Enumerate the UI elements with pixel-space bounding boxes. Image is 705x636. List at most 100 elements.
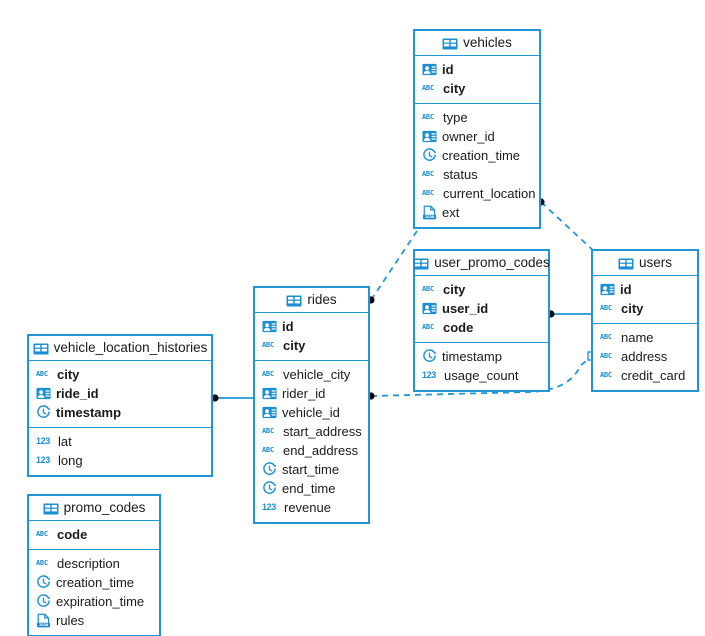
clock-icon xyxy=(262,462,277,477)
table-title: vehicles xyxy=(463,35,512,51)
abc-text-icon: ABC xyxy=(422,189,434,197)
key-column-row[interactable]: id xyxy=(415,60,539,79)
column-name: creation_time xyxy=(56,575,135,590)
abc-text-icon: ABC xyxy=(422,84,434,92)
column-name: name xyxy=(621,330,654,345)
table-icon xyxy=(33,341,49,356)
table-header-users[interactable]: users xyxy=(593,251,697,276)
column-row[interactable]: ABC vehicle_city xyxy=(255,365,368,384)
abc-text-icon: ABC xyxy=(422,113,434,121)
number-icon: 123 xyxy=(262,502,276,512)
table-header-vehicles[interactable]: vehicles xyxy=(415,31,539,56)
column-name: long xyxy=(58,453,83,468)
column-name: rider_id xyxy=(282,386,326,401)
key-column-row[interactable]: id xyxy=(255,317,368,336)
table-header-vehicle_location_histories[interactable]: vehicle_location_histories xyxy=(29,336,211,361)
column-name: code xyxy=(57,527,88,542)
column-row[interactable]: end_time xyxy=(255,479,368,498)
id-card-icon xyxy=(262,405,277,420)
column-row[interactable]: 123 long xyxy=(29,451,211,470)
table-title: promo_codes xyxy=(63,500,146,516)
column-row[interactable]: vehicle_id xyxy=(255,403,368,422)
column-name: vehicle_city xyxy=(283,367,351,382)
column-name: id xyxy=(282,319,294,334)
column-name: start_address xyxy=(283,424,362,439)
column-name: owner_id xyxy=(442,129,495,144)
column-row[interactable]: owner_id xyxy=(415,127,539,146)
column-row[interactable]: rider_id xyxy=(255,384,368,403)
clock-icon xyxy=(36,594,51,609)
column-name: code xyxy=(443,320,474,335)
number-icon: 123 xyxy=(36,455,50,465)
table-header-user_promo_codes[interactable]: user_promo_codes xyxy=(413,251,550,276)
column-name: ride_id xyxy=(56,386,99,401)
table-header-rides[interactable]: rides xyxy=(255,288,368,313)
column-name: lat xyxy=(58,434,72,449)
abc-text-icon: ABC xyxy=(262,370,274,378)
column-name: id xyxy=(620,282,632,297)
column-name: city xyxy=(621,301,644,316)
abc-text-icon: ABC xyxy=(422,285,434,293)
clock-icon xyxy=(262,481,277,496)
column-name: credit_card xyxy=(621,368,686,383)
column-name: city xyxy=(443,81,466,96)
key-column-row[interactable]: id xyxy=(593,280,697,299)
table-header-promo_codes[interactable]: promo_codes xyxy=(29,496,159,521)
clock-icon xyxy=(36,405,51,420)
column-row[interactable]: start_time xyxy=(255,460,368,479)
column-row[interactable]: expiration_time xyxy=(29,592,159,611)
column-row[interactable]: ABC name xyxy=(593,328,697,347)
column-row[interactable]: timestamp xyxy=(415,347,548,366)
clock-icon xyxy=(422,349,437,364)
column-name: id xyxy=(442,62,454,77)
abc-text-icon: ABC xyxy=(36,370,48,378)
column-name: vehicle_id xyxy=(282,405,340,420)
id-card-icon xyxy=(422,62,437,77)
abc-text-icon: ABC xyxy=(262,341,274,349)
column-row[interactable]: creation_time xyxy=(415,146,539,165)
table-title: users xyxy=(638,255,672,271)
column-row[interactable]: creation_time xyxy=(29,573,159,592)
column-row[interactable]: ABC type xyxy=(415,108,539,127)
column-name: type xyxy=(443,110,468,125)
table-icon xyxy=(43,501,59,516)
key-column-row[interactable]: ABC city xyxy=(415,79,539,98)
key-column-row[interactable]: timestamp xyxy=(29,403,211,422)
key-column-row[interactable]: user_id xyxy=(415,299,548,318)
key-column-row[interactable]: ride_id xyxy=(29,384,211,403)
edge-vehicles-to-users[interactable] xyxy=(540,201,598,255)
svg-text:JSON: JSON xyxy=(39,622,49,627)
abc-text-icon: ABC xyxy=(600,333,612,341)
